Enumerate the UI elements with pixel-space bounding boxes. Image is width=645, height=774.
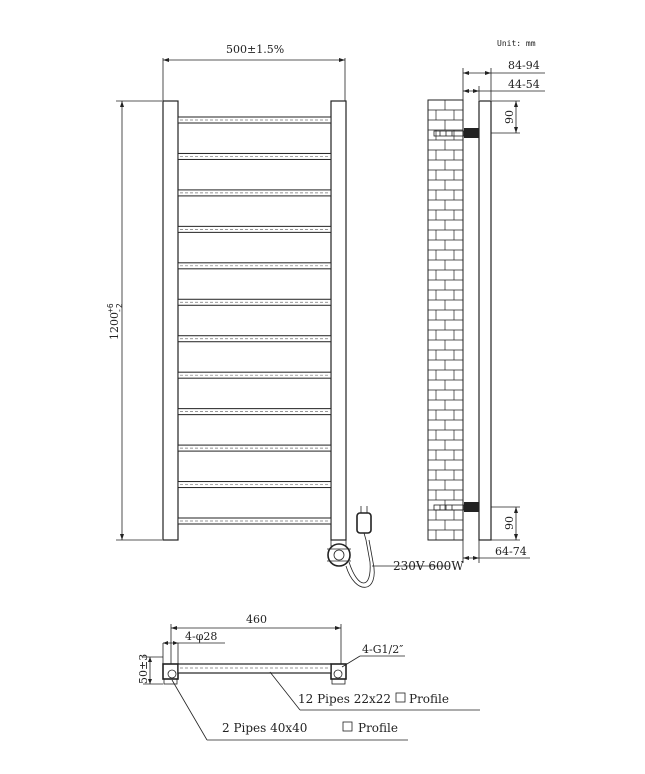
dim-top-inner: 44-54	[508, 78, 540, 91]
label-pipes-profile: Profile	[409, 692, 449, 706]
rung-pipe	[177, 444, 332, 452]
dim-depth: 50±3	[137, 654, 150, 684]
right-rail	[330, 100, 347, 541]
width-dimension: 500±1.5%	[226, 43, 284, 56]
label-pipes: 12 Pipes 22x22	[298, 692, 391, 706]
top-bracket	[433, 128, 479, 138]
label-rails-profile: Profile	[358, 721, 398, 735]
dim-bracket-top: 90	[503, 110, 516, 124]
rung-pipe	[177, 298, 332, 306]
plan-view: 460 4-φ28 50±3 4-G1/2″ 12 Pipes 22x22	[137, 613, 480, 741]
front-view: 500±1.5% 1200 +6 -2	[106, 43, 464, 588]
plan-left-rail	[162, 663, 179, 680]
plug-icon	[356, 512, 372, 534]
power-label: 230V 600W	[393, 559, 464, 573]
height-dimension: 1200 +6 -2	[106, 303, 124, 340]
rungs-group	[177, 116, 332, 525]
rung-pipe	[177, 116, 332, 124]
rung-pipe	[177, 481, 332, 489]
rung-pipe	[177, 225, 332, 233]
rung-pipe	[177, 262, 332, 270]
bottom-bracket	[433, 502, 479, 512]
label-rails: 2 Pipes 40x40	[222, 721, 307, 735]
svg-text:1200: 1200	[108, 312, 121, 340]
brick-wall	[428, 99, 463, 540]
unit-label: Unit: mm	[497, 39, 536, 48]
dim-thread: 4-G1/2″	[362, 643, 403, 656]
side-rail	[478, 100, 492, 541]
rung-pipe	[177, 517, 332, 525]
heating-element	[327, 506, 375, 588]
svg-text:+6: +6	[106, 303, 115, 313]
rung-pipe	[177, 408, 332, 416]
dim-bracket-bottom: 90	[503, 516, 516, 530]
svg-text:-2: -2	[115, 303, 124, 313]
rung-pipe	[177, 152, 332, 160]
dim-length: 460	[246, 613, 267, 626]
left-rail	[162, 100, 179, 541]
rung-pipe	[177, 189, 332, 197]
rung-pipe	[177, 371, 332, 379]
square-profile-icon	[395, 692, 406, 703]
rung-pipe	[177, 335, 332, 343]
dim-holes: 4-φ28	[185, 630, 217, 643]
side-view: 84-94 44-54 90 90 64-74	[427, 59, 545, 563]
square-profile-icon	[342, 721, 353, 732]
dim-top-outer: 84-94	[508, 59, 540, 72]
dim-bottom: 64-74	[495, 545, 527, 558]
